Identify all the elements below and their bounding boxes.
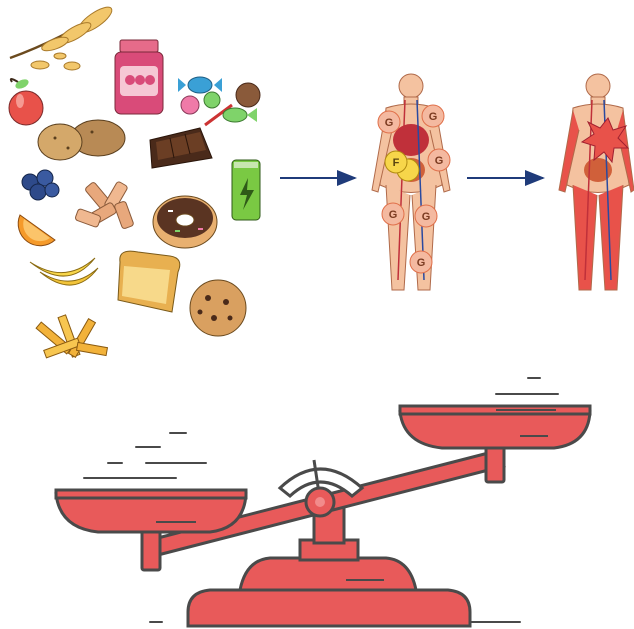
donut-icon: [153, 196, 217, 248]
wheat-icon: [10, 3, 115, 70]
energy-drink-icon: [232, 160, 260, 220]
blueberries-icon: [22, 170, 59, 200]
svg-text:G: G: [435, 155, 444, 167]
svg-text:F: F: [393, 157, 400, 169]
svg-text:G: G: [417, 257, 426, 269]
candies-icon: [178, 77, 260, 125]
human-body-figure-1: G G G F G G G: [372, 74, 450, 290]
svg-text:G: G: [429, 111, 438, 123]
fructose-marker: F: [385, 151, 407, 173]
svg-text:G: G: [389, 209, 398, 221]
balance-scale-icon: [56, 378, 590, 626]
cookie-icon: [190, 280, 246, 336]
svg-text:G: G: [385, 117, 394, 129]
potatoes-icon: [38, 120, 125, 160]
jam-jar-icon: [115, 40, 163, 114]
glucose-marker: G: [410, 251, 432, 273]
glucose-marker: G: [422, 105, 444, 127]
human-body-figure-2: [559, 74, 634, 290]
glucose-marker: G: [428, 149, 450, 171]
bananas-icon: [30, 258, 98, 285]
bread-icon: [118, 251, 180, 312]
glucose-marker: G: [415, 205, 437, 227]
apple-icon: [9, 77, 43, 125]
food-cluster: [9, 3, 260, 358]
glucose-marker: G: [378, 111, 400, 133]
glucose-marker: G: [382, 203, 404, 225]
chocolate-bar-icon: [150, 128, 212, 168]
orange-slice-icon: [18, 215, 55, 246]
french-fries-icon: [36, 315, 107, 358]
pasta-icon: [75, 181, 134, 229]
svg-text:G: G: [422, 211, 431, 223]
